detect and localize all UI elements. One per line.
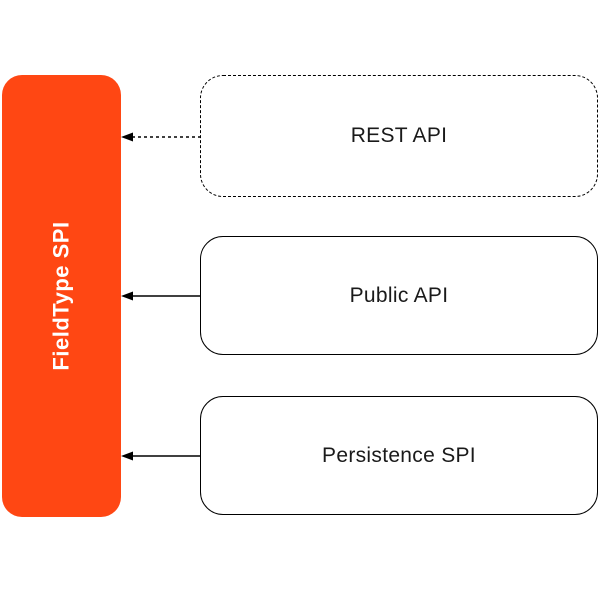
arrow-public-to-fieldtype-icon xyxy=(121,291,201,301)
rest-api-box: REST API xyxy=(200,75,598,197)
persistence-spi-label: Persistence SPI xyxy=(322,443,476,467)
public-api-label: Public API xyxy=(349,283,449,307)
persistence-spi-box: Persistence SPI xyxy=(200,396,598,515)
fieldtype-spi-label: FieldType SPI xyxy=(48,221,74,371)
public-api-box: Public API xyxy=(200,236,598,355)
arrow-persistence-to-fieldtype-icon xyxy=(121,451,201,461)
fieldtype-spi-bar: FieldType SPI xyxy=(2,75,121,517)
rest-api-label: REST API xyxy=(350,124,448,147)
arrow-rest-to-fieldtype-icon xyxy=(121,132,201,142)
